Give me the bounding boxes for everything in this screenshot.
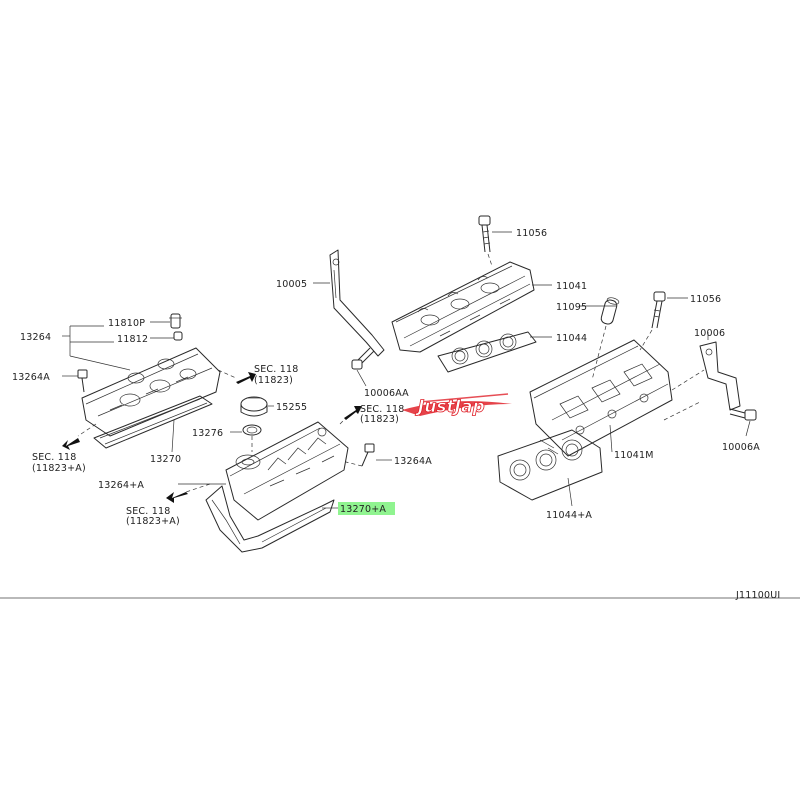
- bolt-13264a-right: [361, 443, 392, 467]
- label-13270plusa: 13270+A: [340, 504, 386, 515]
- label-13264a-right: 13264A: [394, 456, 432, 467]
- grommet-11812: [150, 331, 183, 341]
- label-13276: 13276: [192, 428, 223, 439]
- rh-cylinder-head-group: 11056 11041 11044: [276, 215, 587, 399]
- sec118-b-ref: (11823): [360, 414, 399, 425]
- label-10005: 10005: [276, 279, 307, 290]
- label-11041: 11041: [556, 281, 587, 292]
- label-13264a-left: 13264A: [12, 372, 50, 383]
- highlight-13270plusa: [338, 502, 395, 515]
- pcv-valve-11810p: [169, 313, 182, 329]
- cylinder-head-11041: [391, 261, 535, 353]
- bolt-13264a-left: [62, 369, 88, 393]
- label-13270: 13270: [150, 454, 181, 465]
- label-11095: 11095: [556, 302, 587, 313]
- label-11056-top: 11056: [516, 228, 547, 239]
- lh-cylinder-head-group: 11095 11056 11041M: [497, 291, 760, 521]
- label-10006: 10006: [694, 328, 725, 339]
- bracket-10006: [699, 332, 741, 411]
- head-gasket-11044: [437, 331, 537, 373]
- head-gasket-11044a: [497, 429, 603, 501]
- bolt-10006a: [729, 408, 757, 437]
- label-11812: 11812: [117, 334, 148, 345]
- gasket-13270: [93, 395, 213, 449]
- sec118-d-title: SEC. 118: [126, 506, 170, 517]
- sec118-c-title: SEC. 118: [32, 452, 76, 463]
- bolt-11056-top: [478, 215, 512, 253]
- seal-13276: [230, 424, 262, 436]
- arrow-sec118-a: [236, 372, 256, 384]
- rocker-cover-13264: [81, 347, 221, 437]
- rocker-cover-13264a: [225, 421, 349, 521]
- label-10006aa: 10006AA: [364, 388, 409, 399]
- label-13264: 13264: [20, 332, 51, 343]
- label-11041m: 11041M: [614, 450, 654, 461]
- watermark-logo: JustJap: [402, 393, 512, 417]
- cylinder-head-11041m: [529, 339, 673, 457]
- sec118-a-ref: (11823): [254, 375, 293, 386]
- label-11044plusa: 11044+A: [546, 510, 592, 521]
- lh-rocker-cover-group: 15255 13276 13264A 13: [98, 396, 432, 553]
- label-11056-right: 11056: [690, 294, 721, 305]
- oil-cap-15255: [240, 396, 274, 417]
- drawing-code: J11100UI: [735, 590, 780, 601]
- sec118-c-ref: (11823+A): [32, 463, 86, 474]
- dowel-11095: [580, 297, 620, 325]
- label-11810p: 11810P: [108, 318, 145, 329]
- sec118-a-title: SEC. 118: [254, 364, 298, 375]
- watermark-text: JustJap: [415, 397, 485, 417]
- sec118-d-ref: (11823+A): [126, 516, 180, 527]
- label-10006a: 10006A: [722, 442, 760, 453]
- bracket-10005: [329, 249, 385, 357]
- bolt-11056-right: [651, 291, 688, 329]
- arrow-sec118-c: [62, 438, 80, 450]
- bolt-10006aa: [351, 347, 375, 387]
- arrow-sec118-b: [344, 406, 362, 420]
- rh-rocker-cover-group: 11810P 11812 13264: [12, 313, 298, 474]
- gasket-13270plusa: [205, 485, 335, 553]
- label-11044: 11044: [556, 333, 587, 344]
- arrow-sec118-d: [166, 492, 188, 503]
- label-15255: 15255: [276, 402, 307, 413]
- sec118-b-title: SEC. 118: [360, 404, 404, 415]
- label-13264plusa: 13264+A: [98, 480, 144, 491]
